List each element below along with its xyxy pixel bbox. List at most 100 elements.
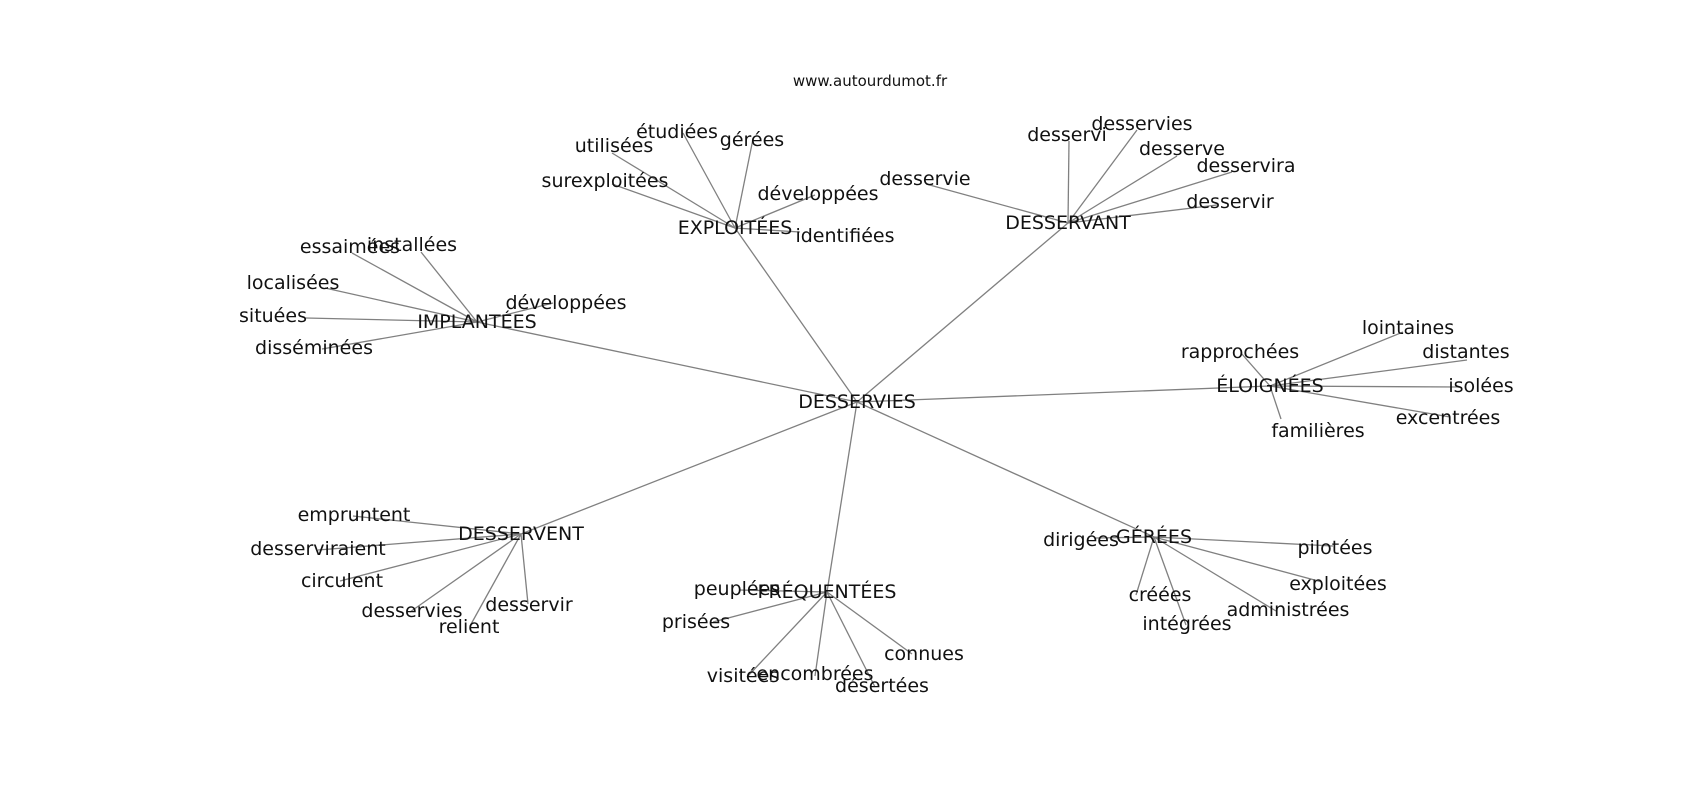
leaf-word: créées xyxy=(1129,584,1192,606)
leaf-edge xyxy=(1067,140,1070,224)
hub-word: EXPLOITÉES xyxy=(678,216,793,239)
hub-edge xyxy=(826,401,858,593)
leaf-word: disséminées xyxy=(255,337,373,359)
leaf-edge xyxy=(420,251,478,323)
leaf-word: développées xyxy=(506,292,627,314)
leaf-edge xyxy=(1269,359,1468,387)
leaf-edge xyxy=(352,515,522,535)
leaf-edge xyxy=(746,591,828,678)
leaf-word: surexploitées xyxy=(542,170,669,192)
leaf-word: empruntent xyxy=(298,504,411,526)
leaf-edge xyxy=(1094,536,1155,539)
leaf-word: développées xyxy=(758,183,879,205)
leaf-word: pilotées xyxy=(1298,537,1373,559)
hub-edge xyxy=(856,385,1271,403)
leaf-word: lointaines xyxy=(1362,317,1454,339)
leaf-word: situées xyxy=(239,305,307,327)
leaf-word: essaimées xyxy=(300,236,400,258)
hub-word: DESSERVANT xyxy=(1005,212,1131,234)
graph-edges xyxy=(305,129,1468,688)
leaf-edge xyxy=(734,194,816,229)
leaf-edge xyxy=(321,321,478,350)
leaf-word: intégrées xyxy=(1142,613,1231,635)
leaf-edge xyxy=(339,533,522,582)
leaf-edge xyxy=(1153,536,1277,612)
leaf-word: desservir xyxy=(485,594,573,616)
leaf-edge xyxy=(611,183,736,229)
leaf-word: utilisées xyxy=(575,135,654,157)
leaf-word: prisées xyxy=(662,611,730,633)
hub-word: IMPLANTÉES xyxy=(417,310,536,333)
leaf-edge xyxy=(409,533,522,613)
leaf-word: desservir xyxy=(1186,191,1274,213)
leaf-word: distantes xyxy=(1422,341,1509,363)
graph-labels: www.autourdumot.fr DESSERVIES EXPLOITÉES u… xyxy=(239,72,1514,697)
hub-word: ÉLOIGNÉES xyxy=(1216,374,1323,397)
leaf-word: desservies xyxy=(1091,113,1192,135)
leaf-word: excentrées xyxy=(1396,407,1501,429)
leaf-word: desservi xyxy=(1027,124,1107,146)
leaf-edge xyxy=(476,302,554,323)
leaf-edge xyxy=(734,227,801,233)
leaf-edge xyxy=(317,533,522,551)
leaf-word: installées xyxy=(367,234,457,256)
leaf-word: desservies xyxy=(361,600,462,622)
leaf-word: visitées xyxy=(707,665,779,687)
leaf-edge xyxy=(611,152,736,229)
leaf-word: peuplées xyxy=(694,578,780,600)
leaf-edge xyxy=(682,132,736,229)
leaf-edge xyxy=(1269,385,1460,388)
leaf-word: desserviraient xyxy=(250,538,386,560)
hub-edge xyxy=(734,227,858,403)
leaf-edge xyxy=(1269,385,1451,418)
leaf-edge xyxy=(351,252,478,323)
leaf-edge xyxy=(324,287,478,323)
leaf-edge xyxy=(738,589,828,593)
leaf-edge xyxy=(1067,155,1178,224)
leaf-edge xyxy=(734,138,754,229)
hub-edge xyxy=(476,321,858,403)
leaf-word: localisées xyxy=(247,272,340,294)
leaf-word: desservie xyxy=(879,168,970,190)
leaf-word: circulent xyxy=(301,570,383,592)
leaf-edge xyxy=(1067,129,1138,224)
hub-edge xyxy=(520,401,858,535)
leaf-edge xyxy=(814,591,828,677)
leaf-edge xyxy=(826,591,876,688)
hub-word: DESSERVENT xyxy=(458,523,584,545)
hub-edge xyxy=(856,222,1069,403)
leaf-word: exploitées xyxy=(1289,573,1387,595)
source-watermark: www.autourdumot.fr xyxy=(793,72,948,90)
leaf-word: identifiées xyxy=(795,225,894,247)
leaf-word: administrées xyxy=(1227,599,1350,621)
hub-word: GÉRÉES xyxy=(1116,525,1192,548)
leaf-edge xyxy=(1269,385,1282,420)
leaf-word: gérées xyxy=(720,129,784,151)
leaf-edge xyxy=(1153,536,1323,583)
leaf-edge xyxy=(1067,204,1218,224)
leaf-word: rapprochées xyxy=(1181,341,1299,363)
center-word: DESSERVIES xyxy=(798,391,916,413)
leaf-edge xyxy=(925,183,1069,224)
leaf-word: isolées xyxy=(1448,375,1513,397)
leaf-edge xyxy=(1067,171,1233,224)
leaf-word: connues xyxy=(884,643,964,665)
leaf-word: encombrées xyxy=(756,663,873,685)
leaf-edge xyxy=(712,591,828,623)
leaf-edge xyxy=(1153,536,1334,547)
leaf-edge xyxy=(305,317,478,323)
leaf-edge xyxy=(826,591,913,655)
leaf-word: relient xyxy=(439,616,500,638)
leaf-word: dirigées xyxy=(1043,529,1119,551)
leaf-edge xyxy=(520,533,529,605)
leaf-word: desservira xyxy=(1196,155,1295,177)
leaf-edge xyxy=(1240,352,1271,387)
leaf-word: étudiées xyxy=(636,121,718,143)
hub-word: FRÉQUENTÉES xyxy=(758,580,897,603)
hub-edge xyxy=(856,401,1155,538)
leaf-word: desserve xyxy=(1139,138,1225,160)
leaf-word: désertées xyxy=(835,675,929,697)
leaf-edge xyxy=(1153,536,1187,626)
leaf-edge xyxy=(1135,536,1155,596)
